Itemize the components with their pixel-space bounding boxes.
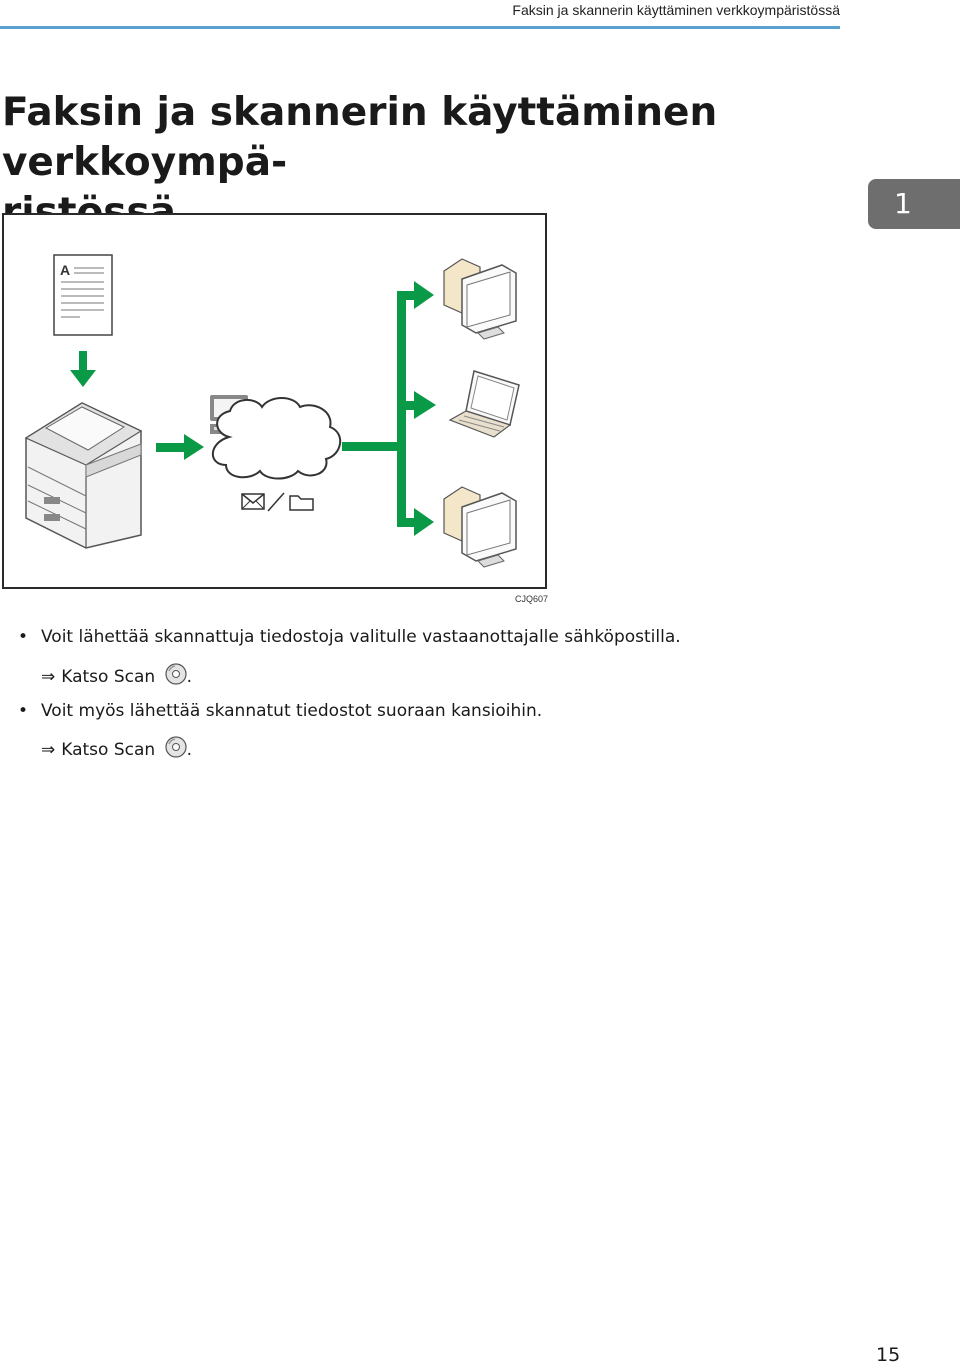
ref-arrow-icon: ⇒ — [41, 740, 56, 760]
laptop-icon — [448, 370, 520, 438]
folder-icon — [289, 495, 314, 511]
mfp-printer-icon — [24, 402, 143, 549]
ref-end: . — [186, 667, 192, 687]
desktop-pc-icon-2 — [443, 486, 517, 568]
document-letter: A — [60, 262, 70, 278]
figure-code: CJQ607 — [515, 594, 549, 604]
header-rule — [0, 26, 840, 29]
disc-icon — [164, 663, 187, 685]
ref-link-text[interactable]: Katso Scan — [61, 740, 156, 760]
bullet-text: Voit myös lähettää skannatut tiedostot s… — [41, 701, 543, 721]
page-title: Faksin ja skannerin käyttäminen verkkoym… — [2, 88, 842, 238]
down-arrow-icon — [70, 351, 96, 387]
reference-line[interactable]: ⇒Katso Scan . — [41, 736, 192, 761]
page-number: 15 — [876, 1344, 901, 1366]
ref-arrow-icon: ⇒ — [41, 667, 56, 687]
bullet-dot: • — [18, 627, 29, 647]
disc-icon — [164, 736, 187, 758]
title-line-1: Faksin ja skannerin käyttäminen verkkoym… — [2, 90, 718, 185]
right-arrow-icon — [156, 434, 204, 460]
ref-end: . — [186, 740, 192, 760]
ref-link-text[interactable]: Katso Scan — [61, 667, 156, 687]
branch-arrow-bottom — [397, 508, 434, 536]
separator-slash — [267, 492, 285, 512]
scan-network-figure: A — [2, 213, 547, 589]
bullet-text: Voit lähettää skannattuja tiedostoja val… — [41, 627, 681, 647]
figure-illustration: A — [24, 254, 520, 568]
desktop-pc-icon — [443, 258, 517, 340]
branch-arrow-top — [397, 281, 434, 309]
document-icon: A — [53, 254, 113, 336]
running-header: Faksin ja skannerin käyttäminen verkkoym… — [512, 2, 840, 18]
chapter-tab[interactable]: 1 — [868, 179, 960, 229]
reference-line[interactable]: ⇒Katso Scan . — [41, 663, 192, 688]
branch-arrow-middle — [397, 391, 436, 419]
connector-line — [342, 442, 402, 451]
email-icon — [241, 493, 265, 510]
bullet-dot: • — [18, 701, 29, 721]
cloud-icon — [211, 397, 341, 480]
